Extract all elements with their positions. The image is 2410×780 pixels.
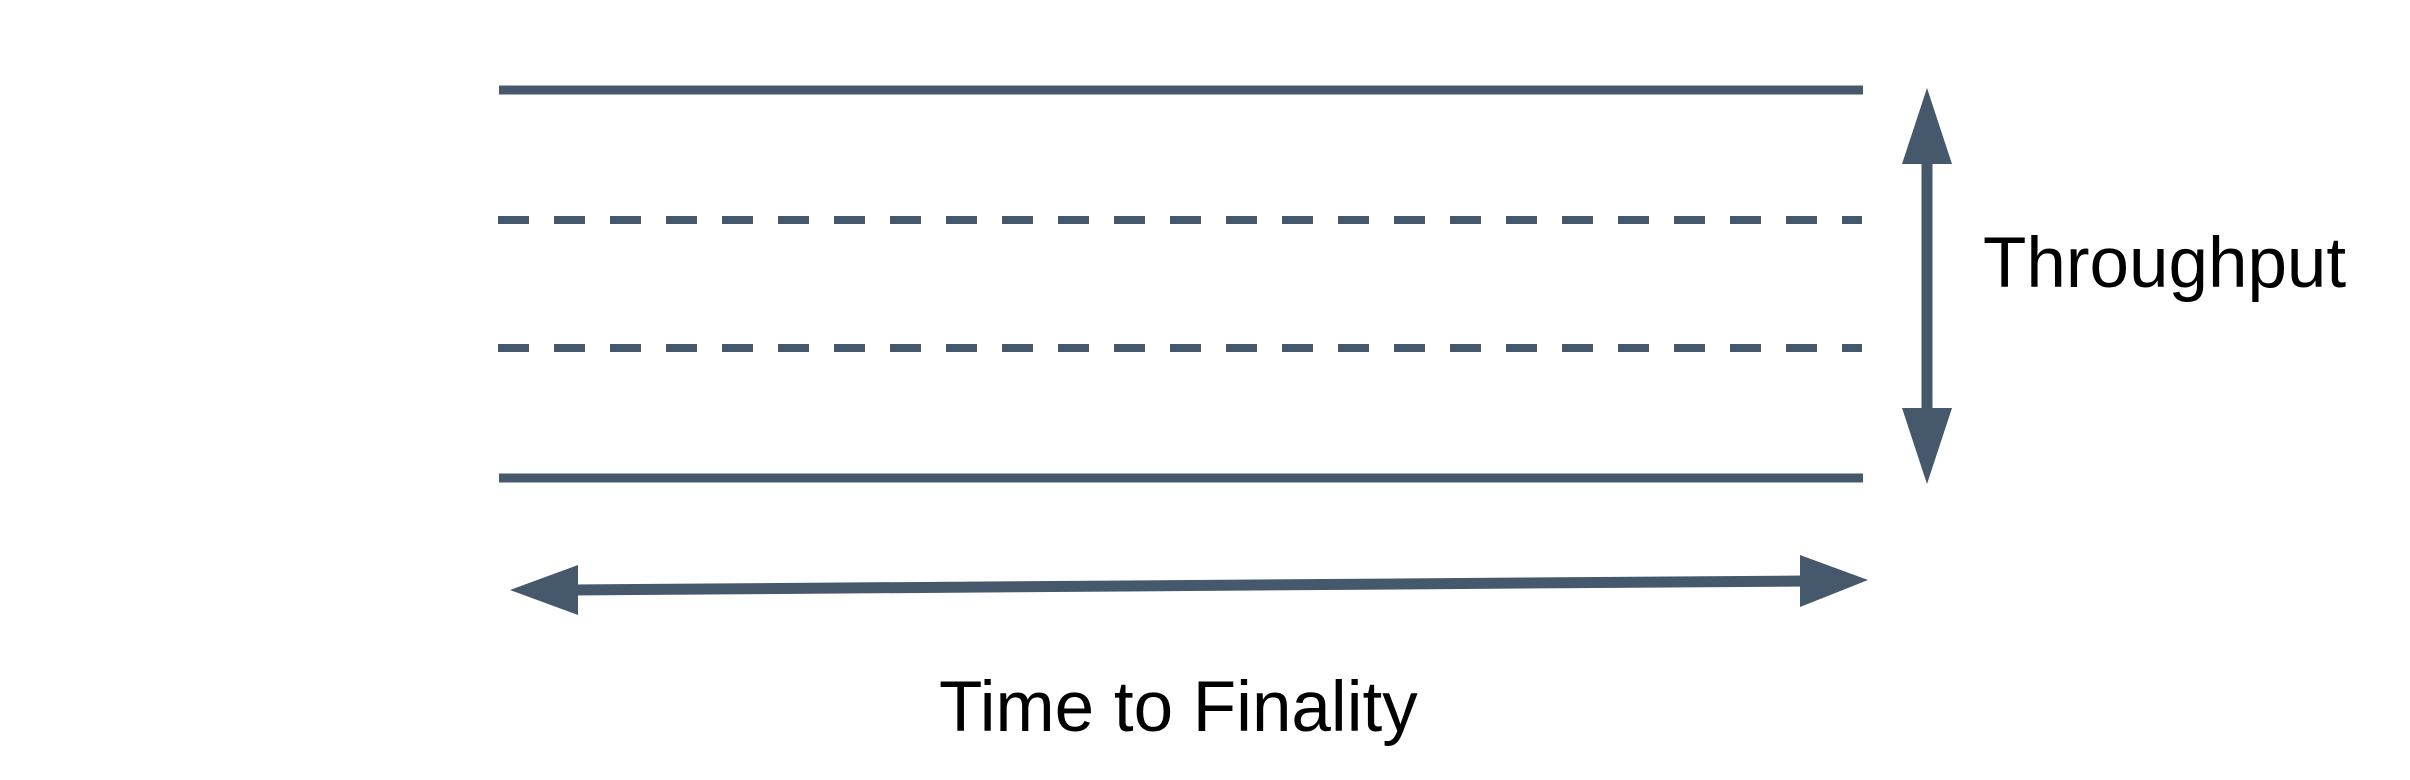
time-to-finality-arrow-right-head-icon — [1800, 555, 1868, 607]
time-to-finality-label: Time to Finality — [939, 668, 1418, 747]
time-to-finality-arrow — [510, 555, 1868, 615]
throughput-label: Throughput — [1983, 224, 2346, 303]
throughput-arrow-up-head-icon — [1902, 88, 1952, 164]
throughput-arrow-down-head-icon — [1902, 408, 1952, 484]
time-to-finality-arrow-left-head-icon — [510, 565, 578, 615]
throughput-arrow — [1902, 88, 1952, 484]
time-to-finality-arrow-shaft — [571, 575, 1807, 596]
